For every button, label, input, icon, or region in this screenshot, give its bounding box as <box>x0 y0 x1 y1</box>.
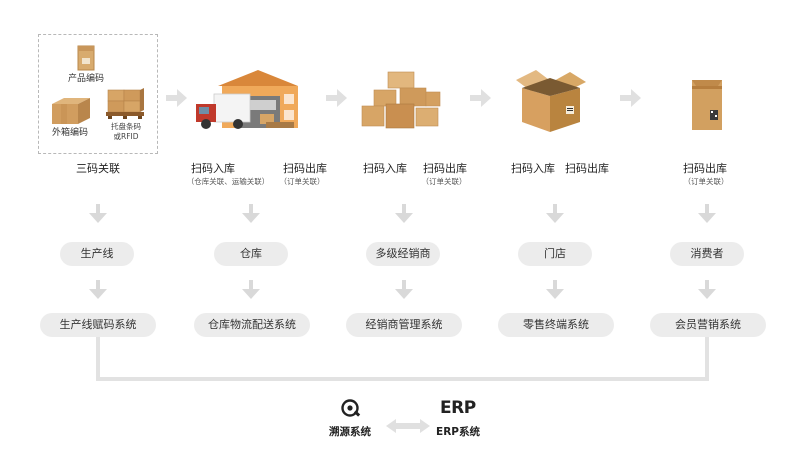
stage2-scan-out: 扫码出库 <box>283 162 327 175</box>
role-consumer: 消费者 <box>670 242 744 266</box>
system-member-marketing: 会员营销系统 <box>650 313 766 337</box>
stage3-sub-out: （订单关联） <box>421 177 467 186</box>
product-box-icon <box>77 45 95 71</box>
stage2-scan-in: 扫码入库 <box>191 162 235 175</box>
bus-horizontal-line <box>96 377 709 381</box>
open-carton-icon <box>516 70 586 132</box>
bus-right-leg <box>705 337 709 381</box>
flow-arrow-4-icon <box>620 89 641 107</box>
bidirectional-arrow-icon <box>386 419 430 433</box>
warehouse-truck-icon <box>196 70 298 129</box>
role-production-line: 生产线 <box>60 242 134 266</box>
system-distributor-management: 经销商管理系统 <box>346 313 462 337</box>
erp-logo: ERP <box>440 398 476 418</box>
pallet-code-label-2: 或RFID <box>113 132 139 141</box>
role-warehouse: 仓库 <box>214 242 288 266</box>
role-store: 门店 <box>518 242 592 266</box>
stage4-scan-out: 扫码出库 <box>565 162 609 175</box>
flow-arrow-2-icon <box>326 89 347 107</box>
carton-icon <box>52 98 90 124</box>
stage3-scan-out: 扫码出库 <box>423 162 467 175</box>
erp-system-label: ERP系统 <box>436 426 480 438</box>
stage2-sub-out: （订单关联） <box>279 177 325 186</box>
system-warehouse-logistics: 仓库物流配送系统 <box>194 313 310 337</box>
pallet-icon <box>106 88 144 119</box>
paper-bag-icon <box>692 80 722 130</box>
system-production-coding: 生产线赋码系统 <box>40 313 156 337</box>
trace-logo-icon <box>341 399 361 417</box>
stage3-scan-in: 扫码入库 <box>363 162 407 175</box>
three-codes-box <box>38 34 158 154</box>
product-code-label: 产品编码 <box>67 74 104 84</box>
trace-system-label: 溯源系统 <box>329 426 371 438</box>
stage4-scan-in: 扫码入库 <box>511 162 555 175</box>
flow-arrow-1-icon <box>166 89 187 107</box>
role-distributor: 多级经销商 <box>366 242 440 266</box>
stage5-scan-out: 扫码出库 <box>683 162 727 175</box>
carton-code-label: 外箱编码 <box>51 128 88 138</box>
stage5-sub-out: （订单关联） <box>683 177 729 186</box>
bus-left-leg <box>96 337 100 381</box>
pallet-code-label-1: 托盘条码 <box>111 122 141 131</box>
stage2-sub-in: （仓库关联、运输关联） <box>186 177 270 186</box>
three-codes-caption: 三码关联 <box>76 162 120 175</box>
stacked-boxes-icon <box>361 71 441 129</box>
flow-arrow-3-icon <box>470 89 491 107</box>
system-retail-terminal: 零售终端系统 <box>498 313 614 337</box>
